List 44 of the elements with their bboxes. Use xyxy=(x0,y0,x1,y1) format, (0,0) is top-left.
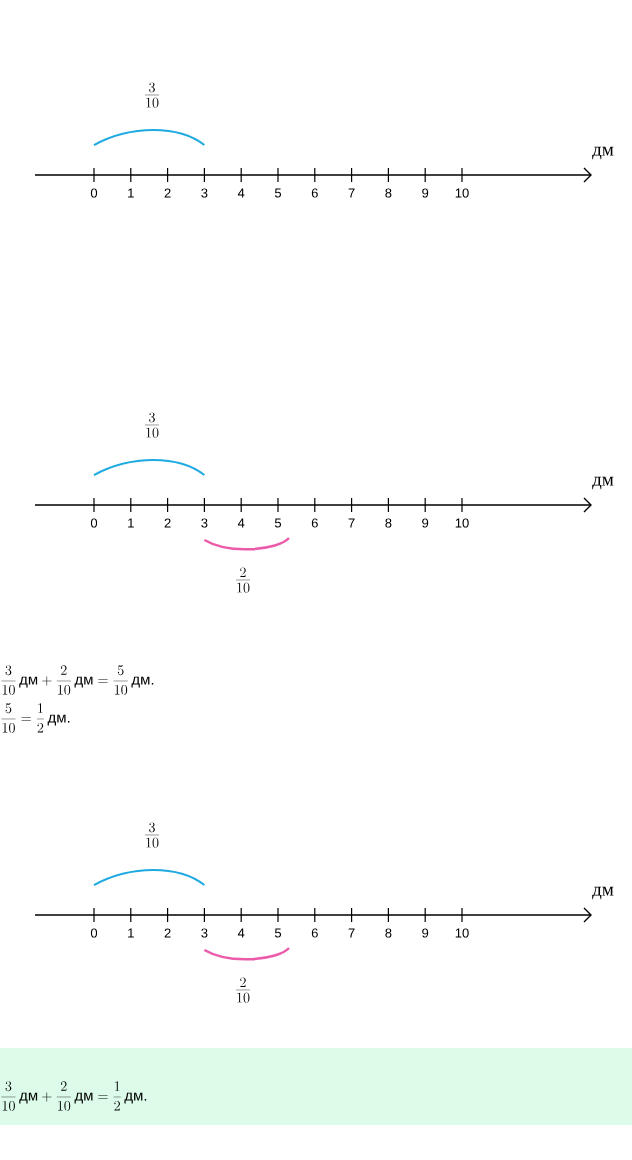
tick-label: 3 xyxy=(201,188,208,198)
fraction-label: $\frac{3}{10}$ xyxy=(144,82,160,108)
tick-label: 10 xyxy=(455,928,469,938)
tick-label: 4 xyxy=(237,188,245,198)
tick-label: 9 xyxy=(422,928,429,938)
tick-label: 8 xyxy=(385,928,392,938)
tick-label: 4 xyxy=(237,518,245,528)
tick-label: 5 xyxy=(274,188,282,198)
fraction-label: $\frac{2}{10}$ xyxy=(235,977,251,1003)
tick-label: 1 xyxy=(128,188,134,198)
tick-label: 8 xyxy=(385,518,392,528)
fraction-label: $\frac{3}{10}$ xyxy=(144,822,160,848)
equation: $\frac{3}{10}\,\mbox{дм}+\frac{2}{10}\,\mbox{дм}=\frac{5}{10}\,\mbox{дм.}$ xyxy=(1,665,154,695)
tick-label: 1 xyxy=(128,928,134,938)
fraction-label: $\frac{3}{10}$ xyxy=(144,412,160,438)
tick-label: 7 xyxy=(348,928,355,938)
tick-label: 6 xyxy=(311,188,318,198)
tick-label: 6 xyxy=(311,518,318,528)
tick-label: 0 xyxy=(90,188,98,198)
tick-label: 3 xyxy=(201,518,208,528)
unit-label: дм xyxy=(592,146,614,160)
unit-label: дм xyxy=(592,886,614,900)
tick-label: 6 xyxy=(311,928,318,938)
tick-label: 3 xyxy=(201,928,208,938)
tick-label: 10 xyxy=(455,188,469,198)
tick-label: 2 xyxy=(164,188,171,198)
tick-label: 2 xyxy=(164,518,171,528)
fraction-label: $\frac{2}{10}$ xyxy=(235,567,251,593)
equation: $\frac{5}{10}=\frac{1}{2}\,\mbox{дм.}$ xyxy=(1,703,70,733)
tick-label: 8 xyxy=(385,188,392,198)
equation: $\frac{3}{10}\,\mbox{дм}+\frac{2}{10}\,\mbox{дм}=\frac{1}{2}\,\mbox{дм.}$ xyxy=(1,1081,147,1111)
tick-label: 10 xyxy=(455,518,469,528)
tick-label: 5 xyxy=(274,928,282,938)
tick-label: 7 xyxy=(348,518,355,528)
tick-label: 9 xyxy=(422,188,429,198)
tick-label: 0 xyxy=(90,518,98,528)
unit-label: дм xyxy=(592,476,614,490)
tick-label: 0 xyxy=(90,928,98,938)
tick-label: 2 xyxy=(164,928,171,938)
tick-label: 1 xyxy=(128,518,134,528)
tick-label: 5 xyxy=(274,518,282,528)
tick-label: 9 xyxy=(422,518,429,528)
tick-label: 4 xyxy=(237,928,245,938)
tick-label: 7 xyxy=(348,188,355,198)
